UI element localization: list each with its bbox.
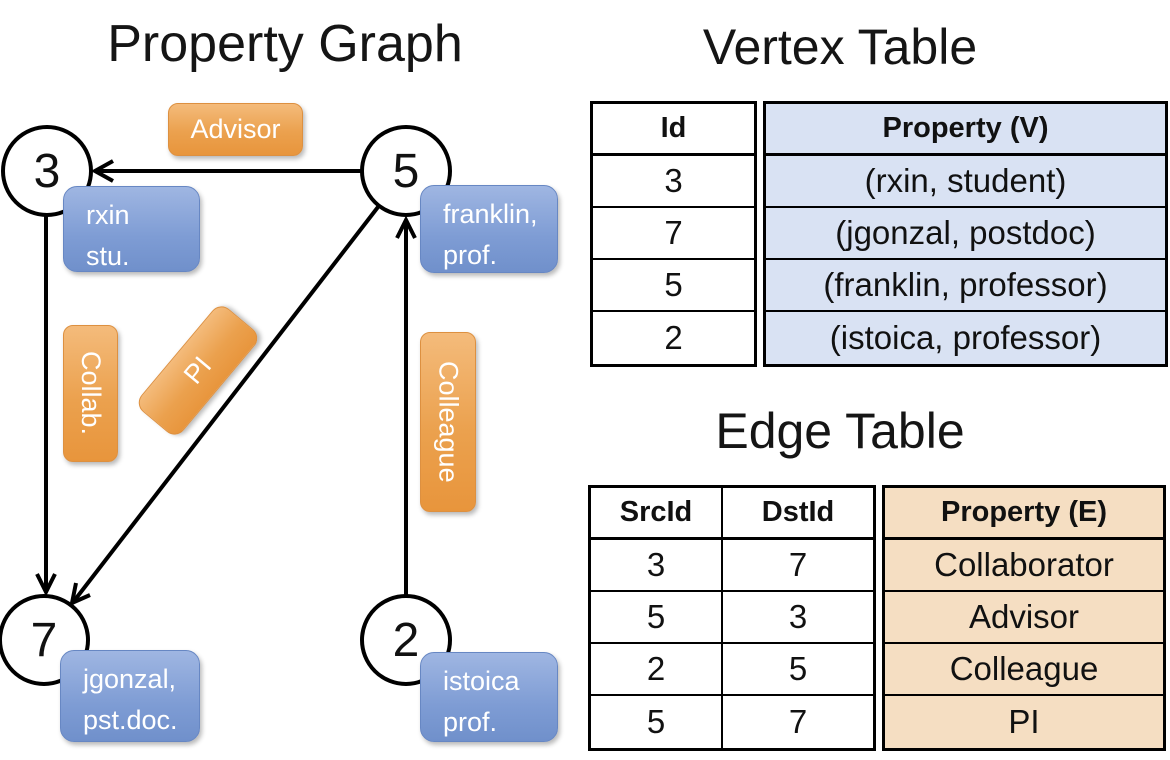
- edge-advisor-arrowhead: [90, 159, 114, 183]
- edge-label-advisor: Advisor: [168, 103, 303, 156]
- edge-table-srcid-cell: 2: [591, 644, 723, 696]
- vertex-table-property-cell: (rxin, student): [766, 156, 1165, 208]
- edge-table-header-dstid: DstId: [723, 488, 873, 540]
- edge-table-srcid-cell: 3: [591, 540, 723, 592]
- vertex-property-box-5-line2: prof.: [443, 239, 498, 270]
- edge-table-property-cell: Colleague: [885, 644, 1163, 696]
- vertex-table-id-cell: 7: [593, 208, 754, 260]
- edge-table-dstid-cell: 7: [723, 540, 873, 592]
- node-7-label: 7: [30, 613, 58, 667]
- graph-edges-canvas: [35, 159, 417, 607]
- edge-label-collab: Collab.: [63, 325, 118, 462]
- edge-label-advisor-text: Advisor: [190, 114, 281, 144]
- vertex-property-box-3-line2: stu.: [86, 240, 130, 271]
- edge-table-dstid-cell: 5: [723, 644, 873, 696]
- vertex-property-box-7: jgonzal, pst.doc.: [60, 650, 200, 742]
- edge-table-id-columns: SrcId DstId 3 7 5 3 2 5 5 7: [588, 485, 876, 751]
- edge-label-colleague-text: Colleague: [433, 361, 464, 483]
- edge-table: SrcId DstId 3 7 5 3 2 5 5 7 Property (E): [588, 485, 1166, 751]
- vertex-table-header-property: Property (V): [766, 104, 1165, 156]
- vertex-table-title: Vertex Table: [702, 19, 978, 75]
- edge-table-title: Edge Table: [715, 403, 965, 459]
- edge-label-collab-text: Collab.: [76, 351, 106, 436]
- edge-table-property-column: Property (E) Collaborator Advisor Collea…: [882, 485, 1166, 751]
- vertex-property-box-7-line1: jgonzal,: [83, 664, 177, 694]
- vertex-table-property-cell: (jgonzal, postdoc): [766, 208, 1165, 260]
- edge-table-srcid-cell: 5: [591, 696, 723, 748]
- edge-table-srcid-cell: 5: [591, 592, 723, 644]
- edge-table-header-srcid: SrcId: [591, 488, 723, 540]
- vertex-property-box-5-line1: franklin,: [443, 199, 538, 229]
- vertex-table-property-cell: (istoica, professor): [766, 312, 1165, 364]
- vertex-property-box-3-line1: rxin: [86, 200, 130, 230]
- edge-table-property-cell: Advisor: [885, 592, 1163, 644]
- vertex-table-id-cell: 2: [664, 319, 683, 356]
- vertex-table-id-column: Id 3 7 5 2: [590, 101, 757, 367]
- edge-table-property-cell: Collaborator: [885, 540, 1163, 592]
- vertex-table-id-cell: 3: [593, 156, 754, 208]
- edge-table-property-cell: PI: [885, 696, 1163, 748]
- vertex-table-id-cell: 5: [593, 260, 754, 312]
- vertex-property-box-2: istoica prof.: [420, 652, 558, 742]
- edge-colleague-arrowhead: [395, 215, 417, 239]
- vertex-property-box-2-line2: prof.: [443, 706, 498, 737]
- vertex-table: Id 3 7 5 2 Property (V) (rxin, student) …: [590, 101, 1168, 367]
- vertex-table-header-id: Id: [593, 104, 754, 156]
- vertex-table-property-column: Property (V) (rxin, student) (jgonzal, p…: [763, 101, 1168, 367]
- vertex-property-box-3: rxin stu.: [63, 186, 200, 272]
- vertex-property-box-5: franklin, prof.: [420, 185, 558, 273]
- node-2-label: 2: [392, 613, 420, 667]
- node-2-circle: 2: [360, 594, 452, 686]
- vertex-property-box-2-line1: istoica: [443, 666, 520, 696]
- edge-label-pi-text: PI: [177, 350, 218, 390]
- property-graph-title: Property Graph: [107, 15, 463, 73]
- vertex-property-box-7-line2: pst.doc.: [83, 704, 178, 735]
- edge-table-dstid-cell: 3: [723, 592, 873, 644]
- edge-table-header-property: Property (E): [885, 488, 1163, 540]
- node-5-label: 5: [392, 144, 420, 198]
- vertex-table-property-cell: (franklin, professor): [766, 260, 1165, 312]
- node-3-label: 3: [33, 144, 61, 198]
- edge-table-dstid-cell: 7: [788, 703, 808, 740]
- edge-label-colleague: Colleague: [420, 332, 476, 512]
- edge-collab-arrowhead: [35, 573, 57, 597]
- edge-pi-line: [72, 205, 380, 603]
